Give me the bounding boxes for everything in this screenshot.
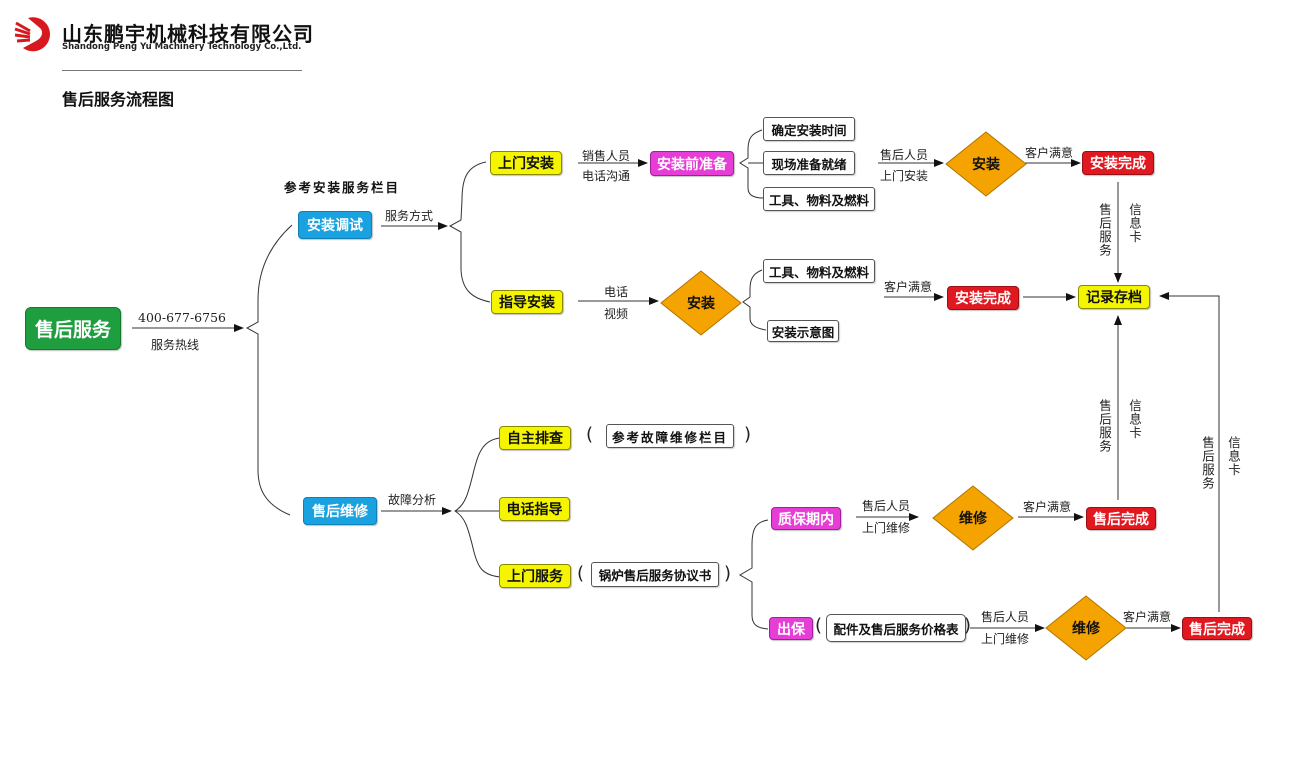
company-name-cn: 山东鹏宇机械科技有限公司 (62, 22, 314, 46)
archive-edge-label-left-1: 售后服务 (1097, 203, 1112, 257)
repair-edge-label: 故障分析 (388, 493, 437, 507)
install-section-heading: 参考安装服务栏目 (284, 180, 401, 195)
node-install-complete-guided[interactable]: 安装完成 (947, 286, 1019, 310)
warranty-satisfied-label: 客户满意 (1023, 500, 1072, 514)
close-paren: ) (724, 563, 732, 584)
oow-satisfied-label: 客户满意 (1123, 610, 1172, 624)
node-onsite-service[interactable]: 上门服务 (499, 564, 571, 588)
warranty-edge-bottom: 上门维修 (862, 521, 911, 535)
brace-prep (739, 129, 764, 199)
node-after-sales-service[interactable]: 售后服务 (25, 307, 121, 350)
decision-oow-repair-label: 维修 (1072, 621, 1100, 637)
node-record-archive[interactable]: 记录存档 (1078, 285, 1150, 309)
install-edge-label: 服务方式 (385, 209, 434, 223)
warranty-edge-top: 售后人员 (862, 499, 911, 513)
oow-edge-bottom: 上门维修 (981, 632, 1030, 646)
close-paren: ) (964, 615, 972, 636)
node-within-warranty[interactable]: 质保期内 (771, 507, 841, 530)
onsite-edge-top: 销售人员 (582, 149, 631, 163)
guided-item-tools-materials[interactable]: 工具、物料及燃料 (763, 259, 875, 283)
archive-edge-label-right-3: 信息卡 (1226, 436, 1241, 477)
node-self-check[interactable]: 自主排查 (499, 426, 571, 450)
ref-boiler-service-agreement[interactable]: 锅炉售后服务协议书 (591, 562, 719, 587)
guided-item-diagram[interactable]: 安装示意图 (767, 320, 839, 342)
brace-repair (454, 437, 501, 578)
decision-guided-install[interactable]: 安装 (660, 270, 742, 336)
onsite-decision-edge-top: 售后人员 (880, 148, 929, 162)
archive-edge-label-right-1: 信息卡 (1127, 203, 1142, 244)
node-after-sales-repair[interactable]: 售后维修 (303, 497, 377, 525)
node-phone-guidance[interactable]: 电话指导 (499, 497, 570, 521)
archive-edge-label-left-3: 售后服务 (1200, 436, 1215, 490)
node-onsite-install[interactable]: 上门安装 (490, 151, 562, 175)
prep-item-site-ready[interactable]: 现场准备就绪 (763, 151, 855, 175)
guided-edge-bottom: 视频 (604, 307, 629, 321)
page-title: 售后服务流程图 (62, 90, 175, 109)
decision-onsite-install-label: 安装 (972, 157, 1000, 173)
node-install-complete-onsite[interactable]: 安装完成 (1082, 151, 1154, 175)
decision-onsite-install[interactable]: 安装 (945, 131, 1027, 197)
node-out-of-warranty[interactable]: 出保 (769, 617, 813, 640)
prep-item-schedule[interactable]: 确定安装时间 (763, 117, 855, 141)
decision-oow-repair[interactable]: 维修 (1045, 595, 1127, 661)
guided-edge-top: 电话 (604, 285, 629, 299)
brace-onsite-service (739, 519, 769, 630)
open-paren: ( (586, 424, 594, 445)
decision-guided-install-label: 安装 (687, 296, 715, 312)
open-paren: ( (815, 615, 823, 636)
prep-item-tools-materials[interactable]: 工具、物料及燃料 (763, 187, 875, 211)
node-install-debug[interactable]: 安装调试 (298, 211, 372, 239)
guided-satisfied-label: 客户满意 (884, 280, 933, 294)
hotline-label: 服务热线 (151, 338, 200, 352)
onsite-satisfied-label: 客户满意 (1025, 146, 1074, 160)
hotline-number: 400-677-6756 (138, 310, 226, 325)
node-pre-install-prep[interactable]: 安装前准备 (650, 151, 734, 176)
open-paren: ( (577, 563, 585, 584)
oow-edge-top: 售后人员 (981, 610, 1030, 624)
brace-guided (742, 269, 767, 331)
company-name-en: Shandong Peng Yu Machinery Technology Co… (62, 42, 302, 52)
node-service-complete-oow[interactable]: 售后完成 (1182, 617, 1252, 640)
edge-oow-archive (1159, 292, 1220, 612)
node-service-complete-warranty[interactable]: 售后完成 (1086, 507, 1156, 530)
brace-root (245, 224, 293, 516)
ref-parts-price-list[interactable]: 配件及售后服务价格表 (826, 614, 966, 642)
decision-warranty-repair-label: 维修 (959, 511, 987, 527)
ref-fault-repair-section[interactable]: 参考故障维修栏目 (606, 424, 734, 448)
node-guided-install[interactable]: 指导安装 (491, 290, 563, 314)
onsite-edge-bottom: 电话沟通 (582, 169, 631, 183)
bird-logo-icon (14, 17, 50, 52)
company-logo (14, 14, 54, 54)
close-paren: ) (744, 424, 752, 445)
archive-edge-label-left-2: 售后服务 (1097, 399, 1112, 453)
brace-install (448, 161, 491, 303)
decision-warranty-repair[interactable]: 维修 (932, 485, 1014, 551)
onsite-decision-edge-bottom: 上门安装 (880, 169, 929, 183)
header-divider (62, 70, 302, 71)
archive-edge-label-right-2: 信息卡 (1127, 399, 1142, 440)
